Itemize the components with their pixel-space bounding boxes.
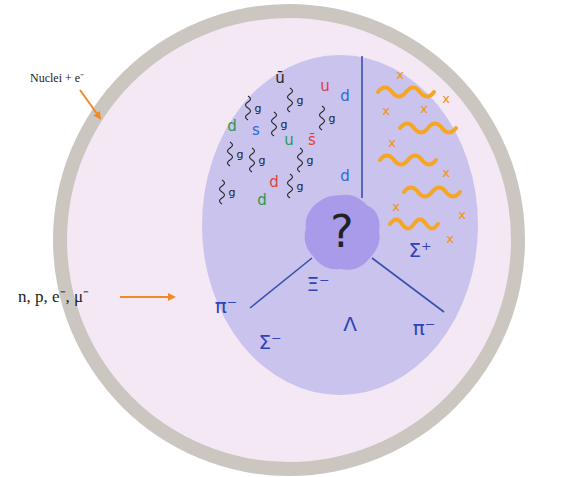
gluon-squiggles: [220, 88, 325, 204]
node-text: ?: [330, 210, 353, 254]
hadron-symbol: Λ: [343, 314, 357, 334]
orange-waves: [378, 88, 460, 229]
gluon-symbol: g: [229, 187, 236, 198]
gluon-symbol: g: [259, 155, 266, 166]
sector-lines: [250, 56, 444, 312]
particle-mark: x: [382, 104, 390, 117]
gluon-symbol: g: [329, 113, 336, 124]
gluon-symbol: g: [297, 95, 304, 106]
particle-mark: x: [446, 232, 454, 245]
quark-symbol: s̄: [308, 133, 316, 148]
gluon-symbol: g: [297, 181, 304, 192]
callout-arrows: [80, 90, 174, 297]
quark-symbol: u: [284, 133, 294, 148]
hadron-symbol: Σ⁻: [258, 332, 281, 352]
particle-mark: x: [442, 166, 450, 179]
inner-core: [202, 55, 478, 395]
gluon-symbol: g: [307, 155, 314, 166]
gluon-symbol: g: [281, 119, 288, 130]
particle-mark: x: [420, 102, 428, 115]
outer-core: [67, 18, 511, 462]
quark-symbol: d: [269, 175, 279, 190]
particle-mark: x: [442, 92, 450, 105]
particle-mark: x: [458, 208, 466, 221]
quark-symbol: d: [340, 169, 350, 184]
hadron-symbol: π⁻: [413, 318, 436, 338]
hadron-symbol: π⁻: [215, 296, 238, 316]
hadron-symbol: Σ⁺: [408, 240, 431, 260]
particle-mark: x: [396, 68, 404, 81]
crust-ring: [53, 4, 525, 476]
layer-label: Nuclei + e⁻: [30, 72, 84, 84]
quark-symbol: d: [227, 119, 237, 134]
particle-mark: x: [388, 136, 396, 149]
quark-symbol: s: [252, 123, 260, 138]
particle-mark: x: [392, 200, 400, 213]
quark-symbol: ū: [275, 71, 285, 86]
quark-symbol: u: [320, 79, 330, 94]
quark-symbol: d: [257, 193, 267, 208]
quark-symbol: d: [340, 89, 350, 104]
gluon-symbol: g: [237, 149, 244, 160]
hadron-symbol: Ξ⁻: [306, 274, 329, 294]
gluon-symbol: g: [255, 103, 262, 114]
unknown-core-blob: ?: [302, 192, 382, 272]
layer-label: n, p, e⁻, μ⁻: [18, 288, 89, 305]
